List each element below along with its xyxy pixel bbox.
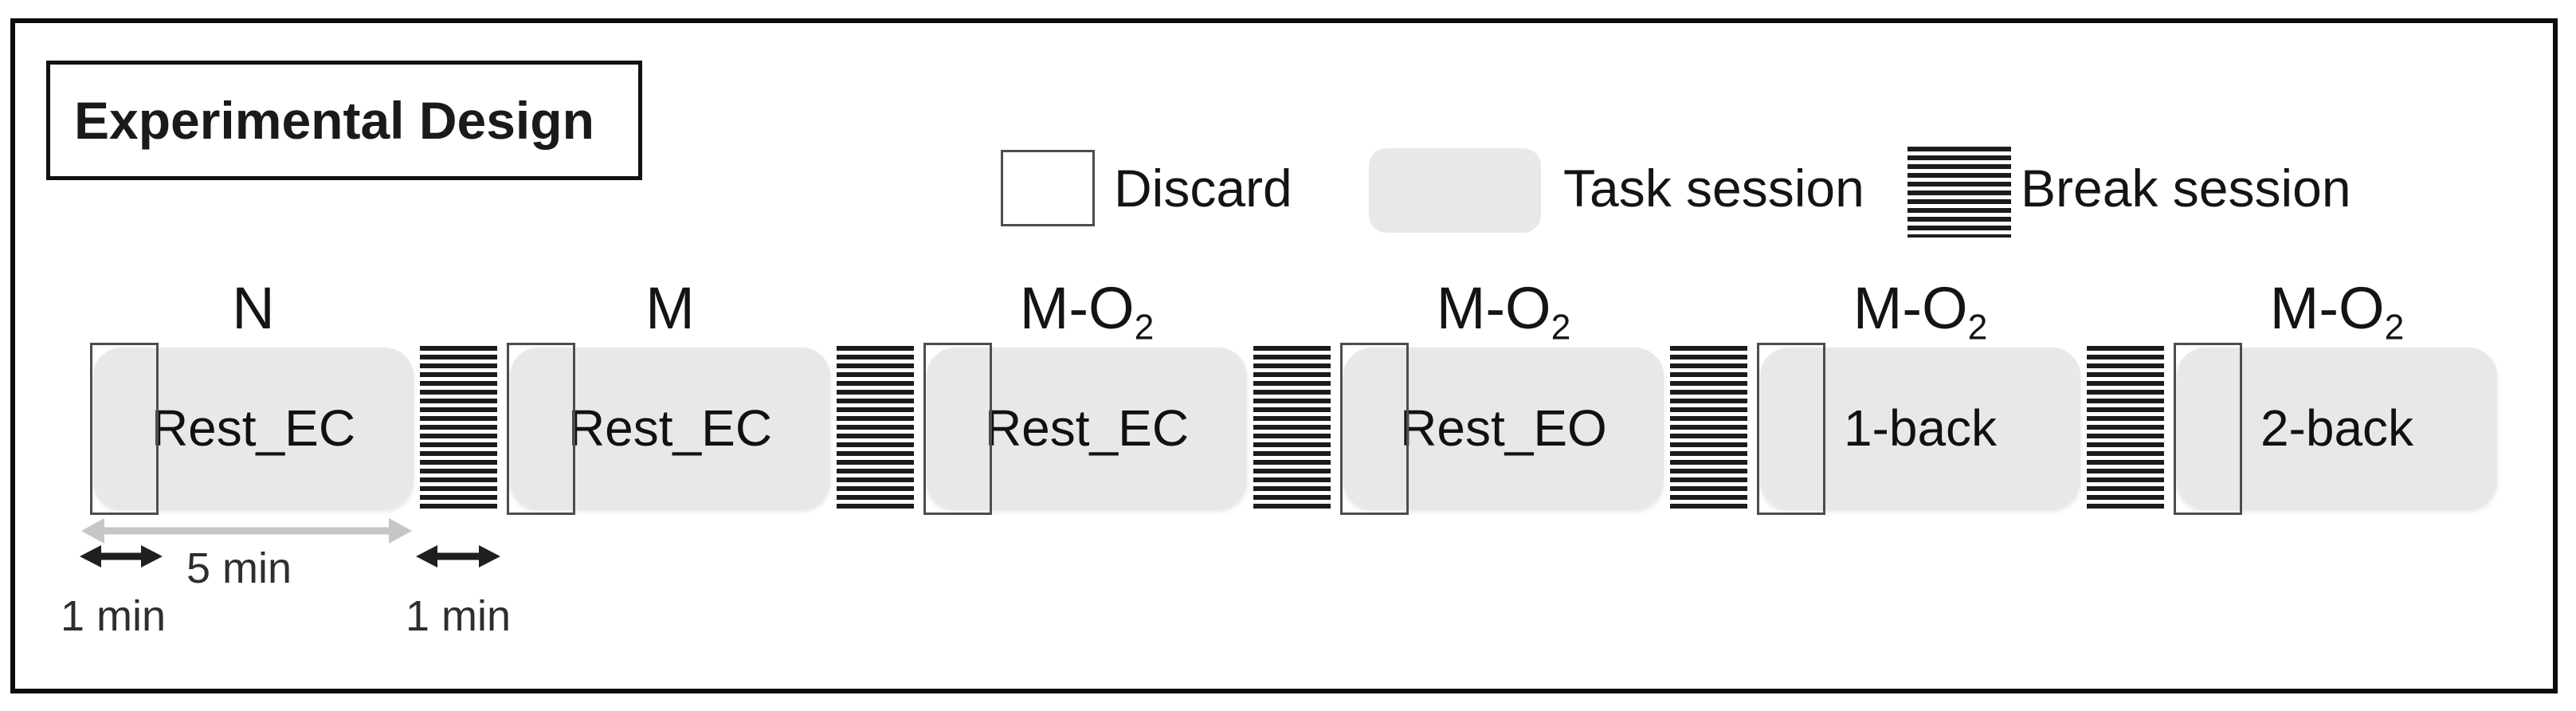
session-condition-label: N [90,274,417,343]
legend-discard-label: Discard [1114,159,1292,218]
break-duration-label: 1 min [405,592,512,640]
session-condition-label: M [507,274,833,343]
session-condition-label: M-O2 [1340,274,1667,347]
task-session-block: Rest_EC [93,348,414,509]
task-session-block: Rest_EO [1343,348,1664,509]
discard-rect [923,343,992,515]
legend-discard-swatch [1001,150,1095,226]
condition-subscript: 2 [2384,308,2405,348]
break-session-block [837,346,914,510]
legend-task-swatch [1369,148,1541,233]
discard-rect [90,343,159,515]
legend-break-swatch [1907,147,2011,238]
task-session-block: 1-back [1760,348,2080,509]
figure-title: Experimental Design [74,91,594,150]
break-session-block [1253,346,1331,510]
discard-duration-label: 1 min [60,592,167,640]
condition-text: M-O [1019,275,1135,341]
discard-rect [2174,343,2242,515]
task-label: Rest_EC [151,399,356,457]
break-session-block [420,346,497,510]
task-label: Rest_EC [567,399,773,457]
condition-text: M [645,275,695,341]
discard-rect [1757,343,1825,515]
condition-text: M-O [1853,275,1968,341]
condition-subscript: 2 [1134,308,1155,348]
condition-text: N [232,275,275,341]
legend-task-label: Task session [1563,159,1864,218]
task-label: Rest_EC [984,399,1190,457]
session-condition-label: M-O2 [1757,274,2084,347]
task-label: 1-back [1843,399,1998,457]
break-session-block [2087,346,2164,510]
condition-subscript: 2 [1967,308,1988,348]
break-session-block [1670,346,1747,510]
legend-break-label: Break session [2021,159,2351,218]
task-duration-label: 5 min [186,544,292,592]
condition-text: M-O [2269,275,2385,341]
session-condition-label: M-O2 [923,274,1250,347]
discard-rect [507,343,575,515]
task-session-block: Rest_EC [510,348,830,509]
condition-text: M-O [1436,275,1551,341]
task-session-block: Rest_EC [927,348,1247,509]
task-label: Rest_EO [1400,399,1607,457]
discard-rect [1340,343,1409,515]
task-label: 2-back [2260,399,2414,457]
session-condition-label: M-O2 [2174,274,2500,347]
condition-subscript: 2 [1551,308,1571,348]
title-box: Experimental Design [46,61,642,180]
task-session-block: 2-back [2177,348,2497,509]
